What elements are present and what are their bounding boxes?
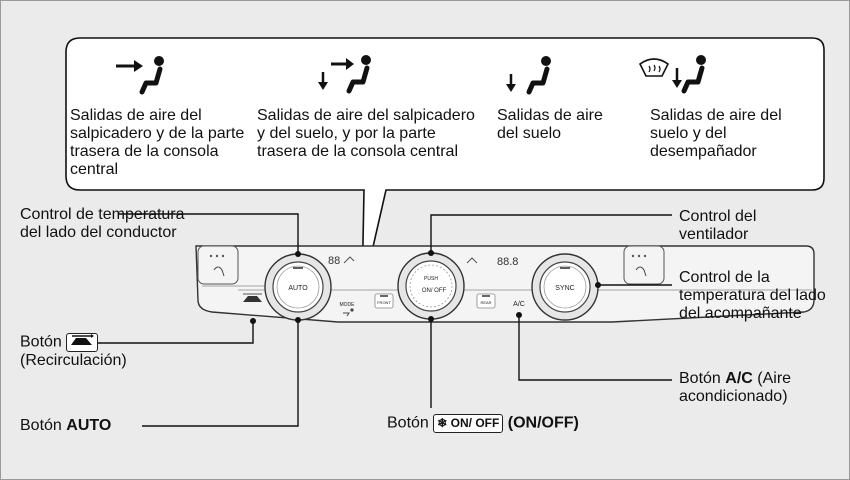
recirc-car-icon	[66, 333, 99, 352]
onoff-prefix: Botón	[387, 414, 429, 432]
fan-knob	[397, 252, 465, 320]
mode-icon-dash-floor	[318, 55, 371, 94]
mode-label-floor-defrost: Salidas de aire del suelo y del desempañ…	[650, 107, 782, 160]
control-panel	[195, 245, 815, 323]
rear-defrost-label: REAR	[480, 300, 491, 305]
onoff-callout-label: Botón ❄ ON/ OFF (ON/OFF)	[387, 414, 607, 433]
auto-callout-label: Botón AUTO	[20, 417, 160, 435]
push-label: PUSH	[424, 276, 438, 282]
onoff-panel-label: ON/ OFF	[422, 288, 447, 294]
ac-paren: (Aire acondicionado)	[679, 370, 792, 405]
right-segment-display: 88.8	[497, 256, 518, 268]
ac-name: A/C	[725, 370, 753, 387]
driver-temp-knob	[264, 253, 332, 321]
leader-lines	[93, 213, 672, 427]
mode-icon-floor	[506, 56, 551, 95]
recirc-prefix: Botón	[20, 333, 62, 351]
leader-dots	[250, 250, 601, 324]
recirc-panel-icon	[243, 296, 262, 302]
mode-label-dash: Salidas de aire del salpicadero y de la …	[70, 107, 245, 178]
fan-control-label: Control del ventilador	[679, 208, 757, 243]
onoff-name: (ON/OFF)	[507, 414, 579, 432]
fan-onoff-icon: ❄ ON/ OFF	[433, 414, 504, 433]
driver-temp-label: Control de temperatura del lado del cond…	[20, 206, 185, 241]
ac-callout-label: Botón A/C (Aire acondicionado)	[679, 370, 839, 406]
mode-label-floor: Salidas de aire del suelo	[497, 107, 603, 142]
passenger-temp-label: Control de la temperatura del lado del a…	[679, 269, 826, 322]
front-defrost-label: FRONT	[377, 300, 391, 305]
left-segment-display: 88	[328, 255, 340, 267]
auto-name: AUTO	[66, 417, 112, 434]
auto-button-label: AUTO	[288, 285, 308, 292]
sync-button-label: SYNC	[555, 285, 574, 292]
mode-icon-floor-defrost	[638, 55, 706, 94]
passenger-temp-knob	[531, 253, 599, 321]
auto-prefix: Botón	[20, 417, 62, 434]
mode-label-dash-floor: Salidas de aire del salpicadero y del su…	[257, 107, 475, 160]
recirc-button-label: Botón (Recirculación)	[20, 333, 220, 370]
ac-panel-label: A/C	[513, 301, 525, 308]
mode-button-label: MODE	[340, 302, 356, 308]
ac-prefix: Botón	[679, 370, 721, 387]
recirc-paren: (Recirculación)	[20, 352, 127, 369]
mode-bubble	[65, 37, 825, 296]
mode-icon-dash	[116, 56, 164, 95]
